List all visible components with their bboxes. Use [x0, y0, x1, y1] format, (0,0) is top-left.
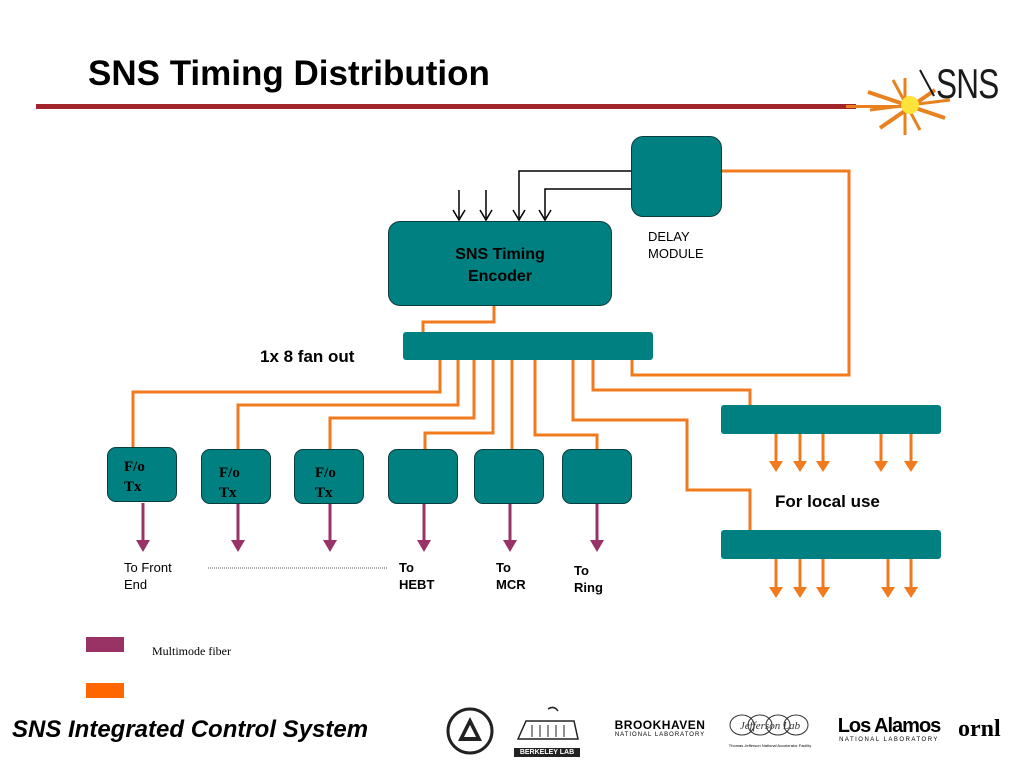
dest-hebt: To HEBT: [399, 559, 434, 593]
dest-mcr-line1: To: [496, 560, 511, 575]
page-title: SNS Timing Distribution: [88, 54, 490, 93]
fo-tx-box-3: F/o Tx: [294, 449, 364, 504]
fo-tx-box-2: F/o Tx: [201, 449, 271, 504]
fanout-bar: [403, 332, 653, 360]
delay-module-line2: MODULE: [648, 246, 704, 261]
title-rule-accent: [846, 105, 904, 108]
brookhaven-line2: NATIONAL LABORATORY: [614, 732, 706, 738]
legend-multimode-swatch: [86, 637, 124, 652]
hebt-tx-box: [388, 449, 458, 504]
dest-mcr-line2: MCR: [496, 577, 526, 592]
fo-tx-3-line2: Tx: [315, 485, 333, 501]
ring-tx-box: [562, 449, 632, 504]
jefferson-lab-line2: Thomas Jefferson National Accelerator Fa…: [728, 743, 812, 748]
title-rule: [36, 104, 856, 109]
encoder-line1: SNS Timing: [455, 246, 545, 263]
fo-tx-1-line2: Tx: [124, 479, 142, 495]
encoder-line2: Encoder: [467, 268, 532, 285]
dest-ring-line2: Ring: [574, 580, 603, 595]
dest-front-end-line1: To Front: [124, 560, 172, 575]
timing-encoder-box: SNS Timing Encoder: [388, 221, 612, 306]
brookhaven-logo: BROOKHAVEN NATIONAL LABORATORY: [612, 718, 708, 738]
dest-hebt-line2: HEBT: [399, 577, 435, 592]
local-use-label: For local use: [775, 492, 880, 511]
dest-ring-line1: To: [574, 563, 589, 578]
dest-front-end: To Front End: [124, 559, 172, 593]
fo-tx-2-line1: F/o: [219, 465, 240, 481]
brookhaven-line1: BROOKHAVEN: [614, 718, 706, 732]
local-bar-bottom: [721, 530, 941, 559]
argonne-logo: [446, 707, 494, 755]
delay-module-label: DELAY MODULE: [648, 228, 704, 262]
encoder-input-arrows: [452, 170, 632, 222]
dest-ring: To Ring: [574, 562, 603, 596]
footer-title: SNS Integrated Control System: [12, 716, 369, 743]
fiber-arrowheads: [136, 540, 604, 552]
los-alamos-line1: Los Alamos: [837, 715, 942, 737]
los-alamos-logo: Los Alamos NATIONAL LABORATORY: [836, 715, 942, 743]
dest-mcr: To MCR: [496, 559, 526, 593]
sns-logo-text: SNS: [936, 60, 999, 107]
dest-hebt-line1: To: [399, 560, 414, 575]
legend-copper-swatch: [86, 683, 124, 698]
los-alamos-line2: NATIONAL LABORATORY: [839, 737, 939, 743]
delay-module-line1: DELAY: [648, 229, 690, 244]
jefferson-lab-line1: Jefferson Lab: [740, 720, 801, 732]
berkeley-lab-logo: BERKELEY LAB: [514, 703, 580, 757]
legend-multimode-label: Multimode fiber: [152, 644, 231, 658]
ornl-logo: ornl: [958, 716, 1001, 742]
fiber-lines: [141, 503, 599, 545]
mcr-tx-box: [474, 449, 544, 504]
jefferson-lab-logo: Jefferson Lab Thomas Jefferson National …: [720, 712, 820, 748]
dest-front-end-line2: End: [124, 577, 148, 592]
fanout-label: 1x 8 fan out: [260, 347, 355, 366]
berkeley-lab-text: BERKELEY LAB: [514, 748, 580, 757]
fo-tx-box-1: F/o Tx: [107, 447, 177, 502]
local-bar-top: [721, 405, 941, 434]
fo-tx-1-line1: F/o: [124, 459, 145, 475]
delay-module-box: [631, 136, 722, 217]
fo-tx-2-line2: Tx: [219, 485, 237, 501]
fo-tx-3-line1: F/o: [315, 465, 336, 481]
